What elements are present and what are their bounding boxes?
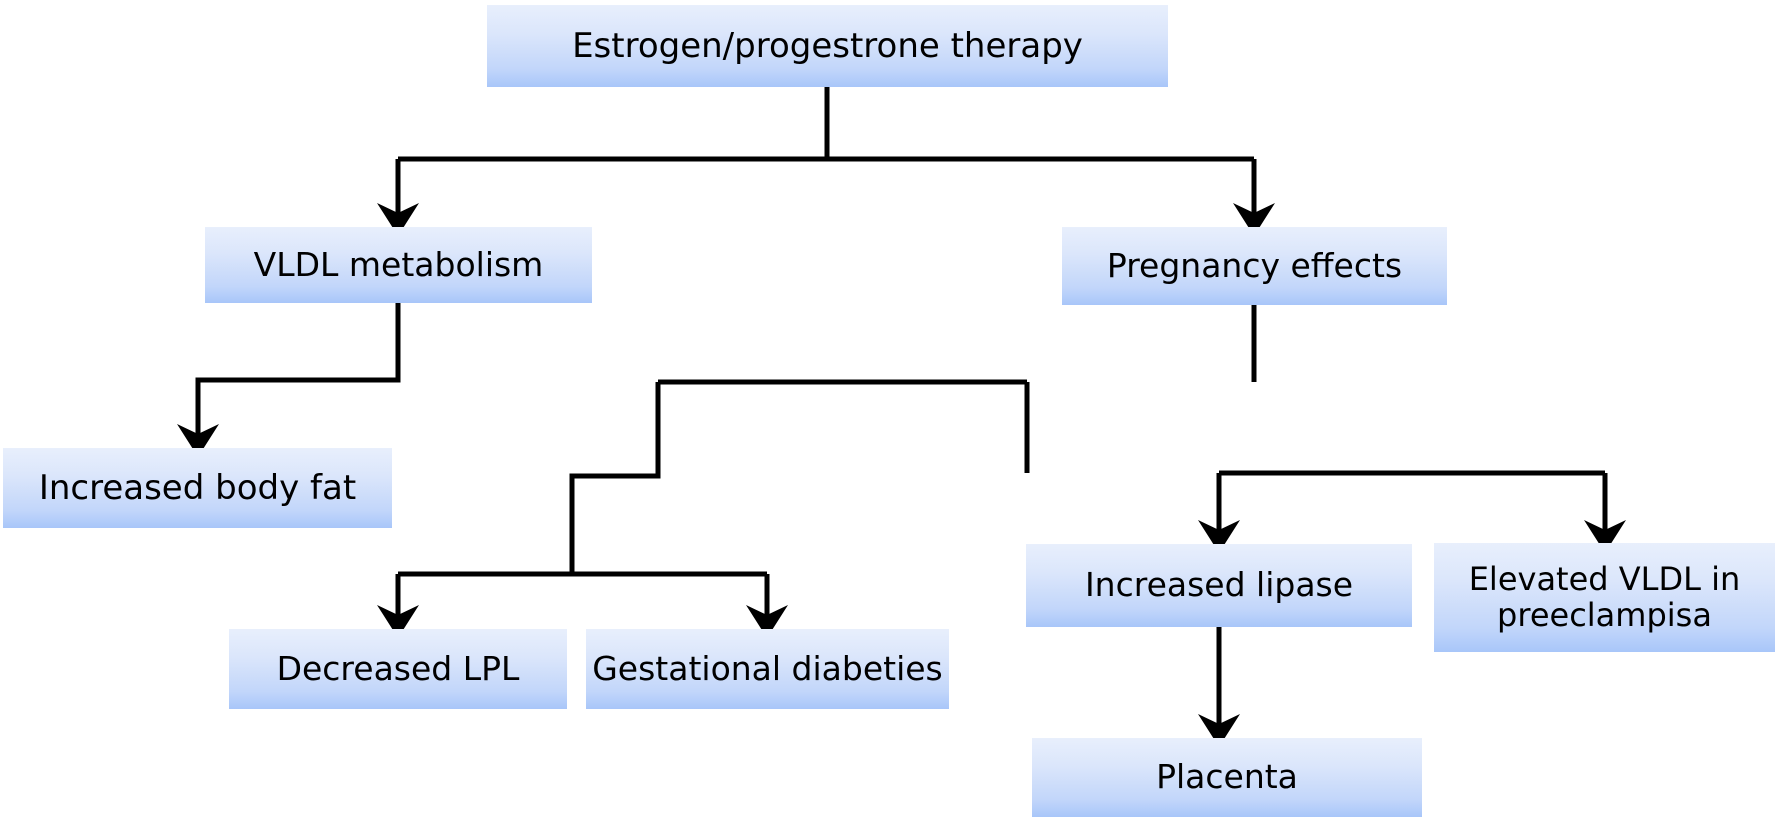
node-gestational-diabeties[interactable]: Gestational diabeties (586, 629, 949, 709)
node-decreased-lpl[interactable]: Decreased LPL (229, 629, 567, 709)
node-label: Placenta (1156, 757, 1298, 797)
node-label: Increased lipase (1084, 565, 1354, 605)
node-label: Decreased LPL (276, 648, 520, 688)
node-label: Increased body fat (38, 467, 357, 508)
node-label: Elevated VLDL in preeclampisa (1468, 559, 1741, 634)
node-increased-lipase[interactable]: Increased lipase (1026, 544, 1412, 627)
node-increased-body-fat[interactable]: Increased body fat (3, 448, 392, 528)
node-label: Gestational diabeties (592, 648, 943, 688)
edge-pregnancy-left-branch (569, 382, 661, 574)
edge-vldl-to-body-fat (177, 303, 401, 457)
node-label: Estrogen/progestrone therapy (572, 25, 1083, 66)
node-estrogen-progestrone-therapy[interactable]: Estrogen/progestrone therapy (487, 5, 1168, 87)
node-elevated-vldl-in-preeclampisa[interactable]: Elevated VLDL in preeclampisa (1434, 543, 1775, 652)
node-label: Pregnancy effects (1106, 245, 1403, 285)
node-label: VLDL metabolism (253, 244, 544, 284)
node-pregnancy-effects[interactable]: Pregnancy effects (1062, 227, 1447, 305)
node-vldl-metabolism[interactable]: VLDL metabolism (205, 227, 592, 303)
node-placenta[interactable]: Placenta (1032, 738, 1422, 817)
